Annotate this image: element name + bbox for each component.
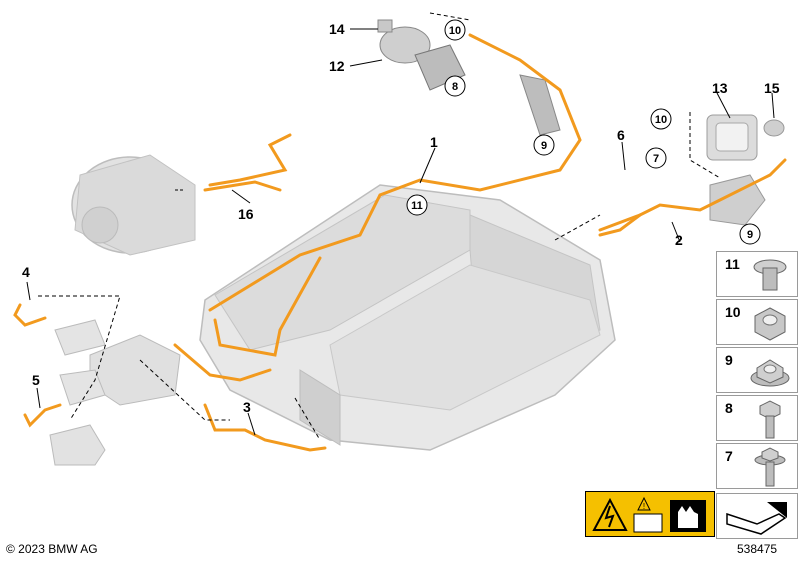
flange-nut-icon [750,359,790,387]
fastener-number: 8 [725,400,733,416]
copyright-text: © 2023 BMW AG [6,542,98,556]
fastener-number: 9 [725,352,733,368]
callout-2: 2 [675,232,683,248]
manual-icon [633,513,663,533]
rivet-nut-icon [753,259,787,291]
fastener-10[interactable]: 10 [716,299,798,345]
hex-nut-icon [754,307,786,341]
callout-16: 16 [238,206,254,222]
electric-hazard-icon [592,497,628,531]
svg-text:10: 10 [655,114,667,126]
fastener-number: 11 [725,256,740,272]
callout-3: 3 [243,399,251,415]
circled-callout-11: 11 [406,194,428,216]
circled-callout-9-top: 9 [533,134,555,156]
circled-callout-10-top: 10 [444,19,466,41]
high-voltage-warning-label: ! [585,491,715,537]
high-voltage-battery [199,184,616,451]
svg-text:7: 7 [653,153,659,165]
diagram-number: 538475 [737,542,778,556]
electric-motor [71,154,196,256]
svg-text:10: 10 [449,25,461,37]
circled-callout-9-right: 9 [739,223,761,245]
callout-6: 6 [617,127,625,143]
callout-1: 1 [430,134,438,150]
fastener-7[interactable]: 7 [716,443,798,489]
leader-lines [26,12,775,441]
svg-text:9: 9 [747,229,753,241]
callout-12: 12 [329,58,345,74]
svg-text:9: 9 [541,140,547,152]
charging-socket [706,114,785,226]
fastener-9[interactable]: 9 [716,347,798,393]
circled-callout-7: 7 [645,147,667,169]
power-electronics [49,319,181,466]
callout-4: 4 [22,264,30,280]
fastener-number: 7 [725,448,733,464]
fastener-11[interactable]: 11 [716,251,798,297]
hv-cables [13,33,787,452]
svg-text:!: ! [643,502,645,511]
arrow-icon [726,502,787,535]
flange-bolt-icon [754,447,786,487]
overview-arrow-button[interactable] [716,493,798,539]
fastener-legend: 11 10 9 8 7 [716,251,798,543]
warning-icons: ! [592,496,706,533]
hex-bolt-icon [759,400,781,439]
svg-text:8: 8 [452,81,458,93]
fastener-number: 10 [725,304,741,320]
top-connector-parts [377,19,561,136]
circled-callout-10-right: 10 [650,108,672,130]
fastener-8[interactable]: 8 [716,395,798,441]
callout-13: 13 [712,80,728,96]
callout-15: 15 [764,80,780,96]
svg-text:11: 11 [411,200,423,212]
circled-callout-8: 8 [444,75,466,97]
callout-5: 5 [32,372,40,388]
callout-14: 14 [329,21,345,37]
